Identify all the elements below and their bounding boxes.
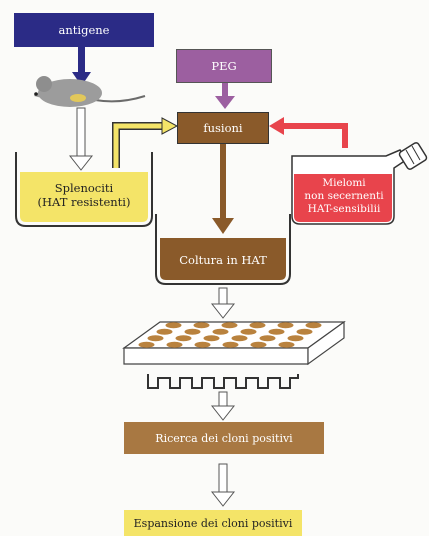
plate-well <box>222 341 239 348</box>
coltura-text: Coltura in HAT <box>179 253 267 267</box>
peg-label: PEG <box>211 59 237 73</box>
espansione-label: Espansione dei cloni positivi <box>133 516 293 530</box>
mouse-to-spleen-arrow <box>68 107 94 171</box>
plate-well <box>240 328 257 335</box>
spleen-to-fusion-arrow <box>112 117 179 168</box>
plate-well <box>305 322 322 329</box>
mielomi-label: Mielomi <box>322 177 366 189</box>
ricerca-label: Ricerca dei cloni positivi <box>155 431 293 445</box>
plate-well <box>287 335 304 342</box>
plate-well <box>212 328 229 335</box>
plate-well <box>165 322 182 329</box>
plate-well <box>193 322 210 329</box>
plate-well <box>221 322 238 329</box>
hat-sensibili-label: HAT-sensibilii <box>307 203 381 215</box>
mouse-icon <box>34 76 146 107</box>
fusion-to-culture-arrow <box>212 144 234 234</box>
non-secernenti-label: non secernenti <box>304 190 384 202</box>
plate-well <box>184 328 201 335</box>
plate-well <box>147 335 164 342</box>
plate-well <box>278 341 295 348</box>
splenociti-beaker <box>15 152 153 227</box>
myeloma-to-fusion-arrow <box>269 117 348 148</box>
plate-well <box>194 341 211 348</box>
plate-well <box>156 328 173 335</box>
ricerca-box: Ricerca dei cloni positivi <box>124 422 324 454</box>
espansione-box: Espansione dei cloni positivi <box>124 510 302 536</box>
plate-well <box>203 335 220 342</box>
mielomi-label-group: Mielomi non secernenti HAT-sensibilii <box>296 177 392 216</box>
coltura-label: Coltura in HAT <box>160 253 286 267</box>
pipette-comb <box>147 374 299 389</box>
plate-to-screening-arrow <box>210 391 236 421</box>
plate-well <box>138 341 155 348</box>
fusioni-box: fusioni <box>177 112 269 144</box>
plate-well <box>277 322 294 329</box>
microplate-icon <box>122 320 346 366</box>
hat-resistenti-label: (HAT resistenti) <box>37 195 131 209</box>
antigene-box: antigene <box>14 13 154 47</box>
plate-well <box>175 335 192 342</box>
splenociti-label-group: Splenociti (HAT resistenti) <box>20 181 148 209</box>
fusioni-label: fusioni <box>203 121 243 135</box>
screening-to-expansion-arrow <box>210 463 236 507</box>
plate-well <box>259 335 276 342</box>
coltura-beaker <box>155 214 291 285</box>
plate-well <box>231 335 248 342</box>
peg-arrow <box>215 82 235 109</box>
culture-to-plate-arrow <box>210 287 236 319</box>
plate-well <box>166 341 183 348</box>
plate-well <box>249 322 266 329</box>
plate-well <box>268 328 285 335</box>
mielomi-flask <box>291 142 428 225</box>
plate-well <box>296 328 313 335</box>
peg-box: PEG <box>176 49 272 83</box>
plate-well <box>250 341 267 348</box>
splenociti-label: Splenociti <box>54 181 114 195</box>
antigene-label: antigene <box>58 23 110 37</box>
antigene-arrow <box>72 46 91 86</box>
